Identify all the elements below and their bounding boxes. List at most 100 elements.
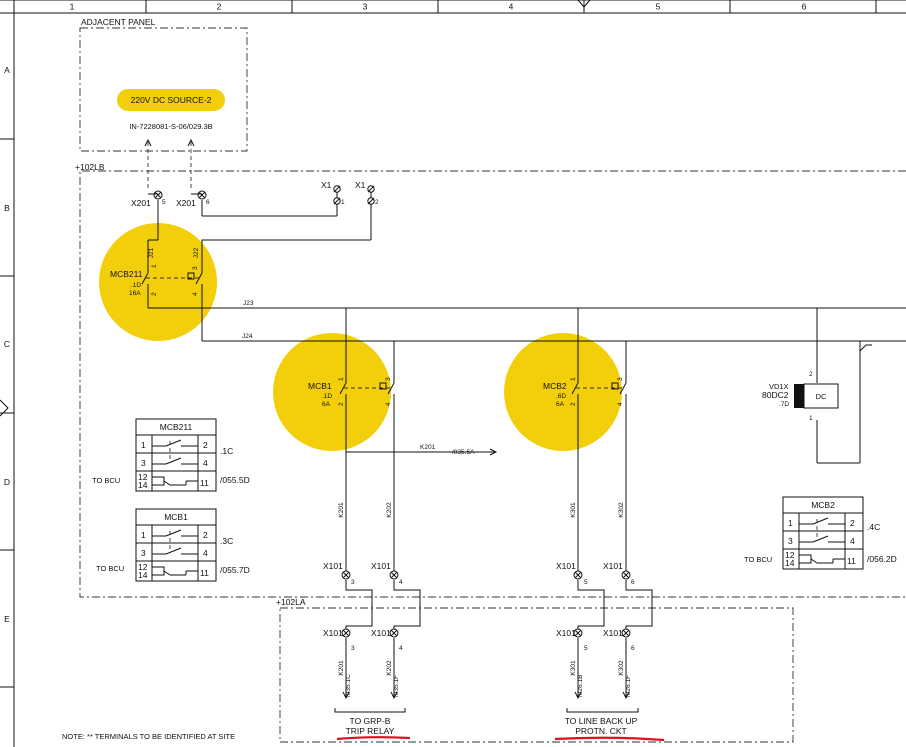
row-labels: A B C D E [4,65,10,624]
contact-box-mcb2-r4: 4 [850,536,855,546]
terminal-x201-6-icon [197,190,207,200]
contact-box-mcb2-r12: 12 [785,550,795,560]
terminal-x1-1-label: X1 [321,180,332,190]
k201-tap-arrow-icon [489,448,498,456]
mcb211-breaker-symbol [141,265,203,290]
x101-label-3-upper: X101 [323,561,343,571]
wiring [147,200,906,464]
row-label-e: E [4,614,10,624]
row-label-a: A [4,65,10,75]
adjacent-panel-boundary [79,27,248,152]
wire-j22-label: J22 [193,247,200,258]
mcb2-rating: 6A [556,401,565,408]
row-label-b: B [4,203,10,213]
x101-num-4-lower: 4 [399,645,403,652]
contact-box-mcb211-ref1: .1C [220,446,233,456]
mcb211-pin1: 1 [151,264,158,268]
mcb211-rating: 16A [129,290,141,297]
output-lbu-line1: TO LINE BACK UP [565,716,638,726]
output-ref-035-1f: /035.1F [393,675,400,697]
contact-box-mcb2-r1: 1 [788,518,793,528]
x101-num-4-upper: 4 [399,579,403,586]
vd1x-pin2: 2 [809,371,813,378]
terminal-x1-1-num: 1 [341,199,345,206]
mcb1-pin4: 4 [385,402,392,406]
vd1x-dc-box [803,383,839,409]
panel-102la-boundary [279,607,794,743]
source-label: 220V DC SOURCE-2 [131,95,212,105]
x101-num-5-upper: 5 [584,579,588,586]
terminal-x101-4-upper-icon [389,570,399,580]
x101-num-6-upper: 6 [631,579,635,586]
contact-box-mcb211: MCB211 1 2 3 4 12 14 11 .1C /055.5D TO B… [92,418,250,492]
terminal-x201-5-num: 5 [162,199,166,206]
contact-box-mcb211-r14: 14 [138,480,148,490]
contact-box-mcb1-r14: 14 [138,570,148,580]
contact-box-mcb1-ref1: .3C [220,536,233,546]
terminal-x101-4-lower-icon [389,628,399,638]
mcb2-pin3: 3 [617,377,624,381]
x101-num-3-lower: 3 [351,645,355,652]
panel-102la-label: +102LA [276,597,306,607]
wiring-lower [334,400,653,713]
contact-box-mcb2-bcu: TO BCU [744,555,772,564]
terminal-x101-5-upper-icon [573,570,583,580]
x101-label-5-lower: X101 [556,628,576,638]
output-grpb-line1: TO GRP-B [350,716,391,726]
output-grpb-line2: TRIP RELAY [346,726,395,736]
terminal-x1-2-label: X1 [355,180,366,190]
k201-tap-label: K201 [420,444,436,451]
mcb1-rating: 6A [322,401,331,408]
col-label-6: 6 [802,2,807,12]
mcb1-pin3: 3 [385,377,392,381]
contact-box-mcb2-r3: 3 [788,536,793,546]
contact-box-mcb1-r3: 3 [141,548,146,558]
wire-j24-label: J24 [242,333,253,340]
vd1x-dc-label: DC [816,392,827,401]
site-note: NOTE: ** TERMINALS TO BE IDENTIFIED AT S… [62,732,235,741]
contact-box-mcb2-title: MCB2 [811,500,835,510]
highlight-mcb1 [273,333,391,451]
wire-j23-label: J23 [243,300,254,307]
contact-box-mcb2-ref2: /056.2D [867,554,897,564]
mcb2-pin1: 1 [570,377,577,381]
output-ref-026-1b: /026.1B [577,675,584,697]
wire-k301-label: K301 [570,502,577,518]
wire-k202-label: K202 [386,502,393,518]
terminal-x101-6-lower-icon [621,628,631,638]
col-label-4: 4 [509,2,514,12]
mcb2-breaker-symbol [571,375,627,400]
mcb211-pin2: 2 [151,292,158,296]
terminal-x1-1-icon [333,185,341,205]
x101-label-4-upper: X101 [371,561,391,571]
col-label-5: 5 [656,2,661,12]
highlight-mcb2 [504,333,622,451]
col-label-1: 1 [70,2,75,12]
vd1x-code: 80DC2 [762,390,789,400]
contact-box-mcb211-r2: 2 [203,440,208,450]
mcb211-name: MCB211 [110,269,143,279]
contact-box-mcb2-r2: 2 [850,518,855,528]
x101-num-3-upper: 3 [351,579,355,586]
mcb211-pin3: 3 [192,266,199,270]
contact-box-mcb1-r11: 11 [200,568,209,578]
k201-tap-ref: /035.5A [452,449,475,456]
mcb1-breaker-symbol [339,375,395,400]
x101-label-3-lower: X101 [323,628,343,638]
contact-box-mcb1-r4: 4 [203,548,208,558]
terminal-x101-3-lower-icon [341,628,351,638]
terminal-x201-5-icon [153,190,163,200]
contact-box-mcb1-r1: 1 [141,530,146,540]
terminal-x201-6-label: X201 [176,198,196,208]
contact-box-mcb1-ref2: /055.7D [220,565,250,575]
source-badge [117,89,225,111]
contact-box-mcb211-r1: 1 [141,440,146,450]
row-label-c: C [4,339,10,349]
underline-grpb [336,736,411,741]
contact-box-mcb211-r4: 4 [203,458,208,468]
terminal-x101-6-upper-icon [621,570,631,580]
highlight-mcb211 [99,223,217,341]
wire-k302-label: K302 [618,502,625,518]
